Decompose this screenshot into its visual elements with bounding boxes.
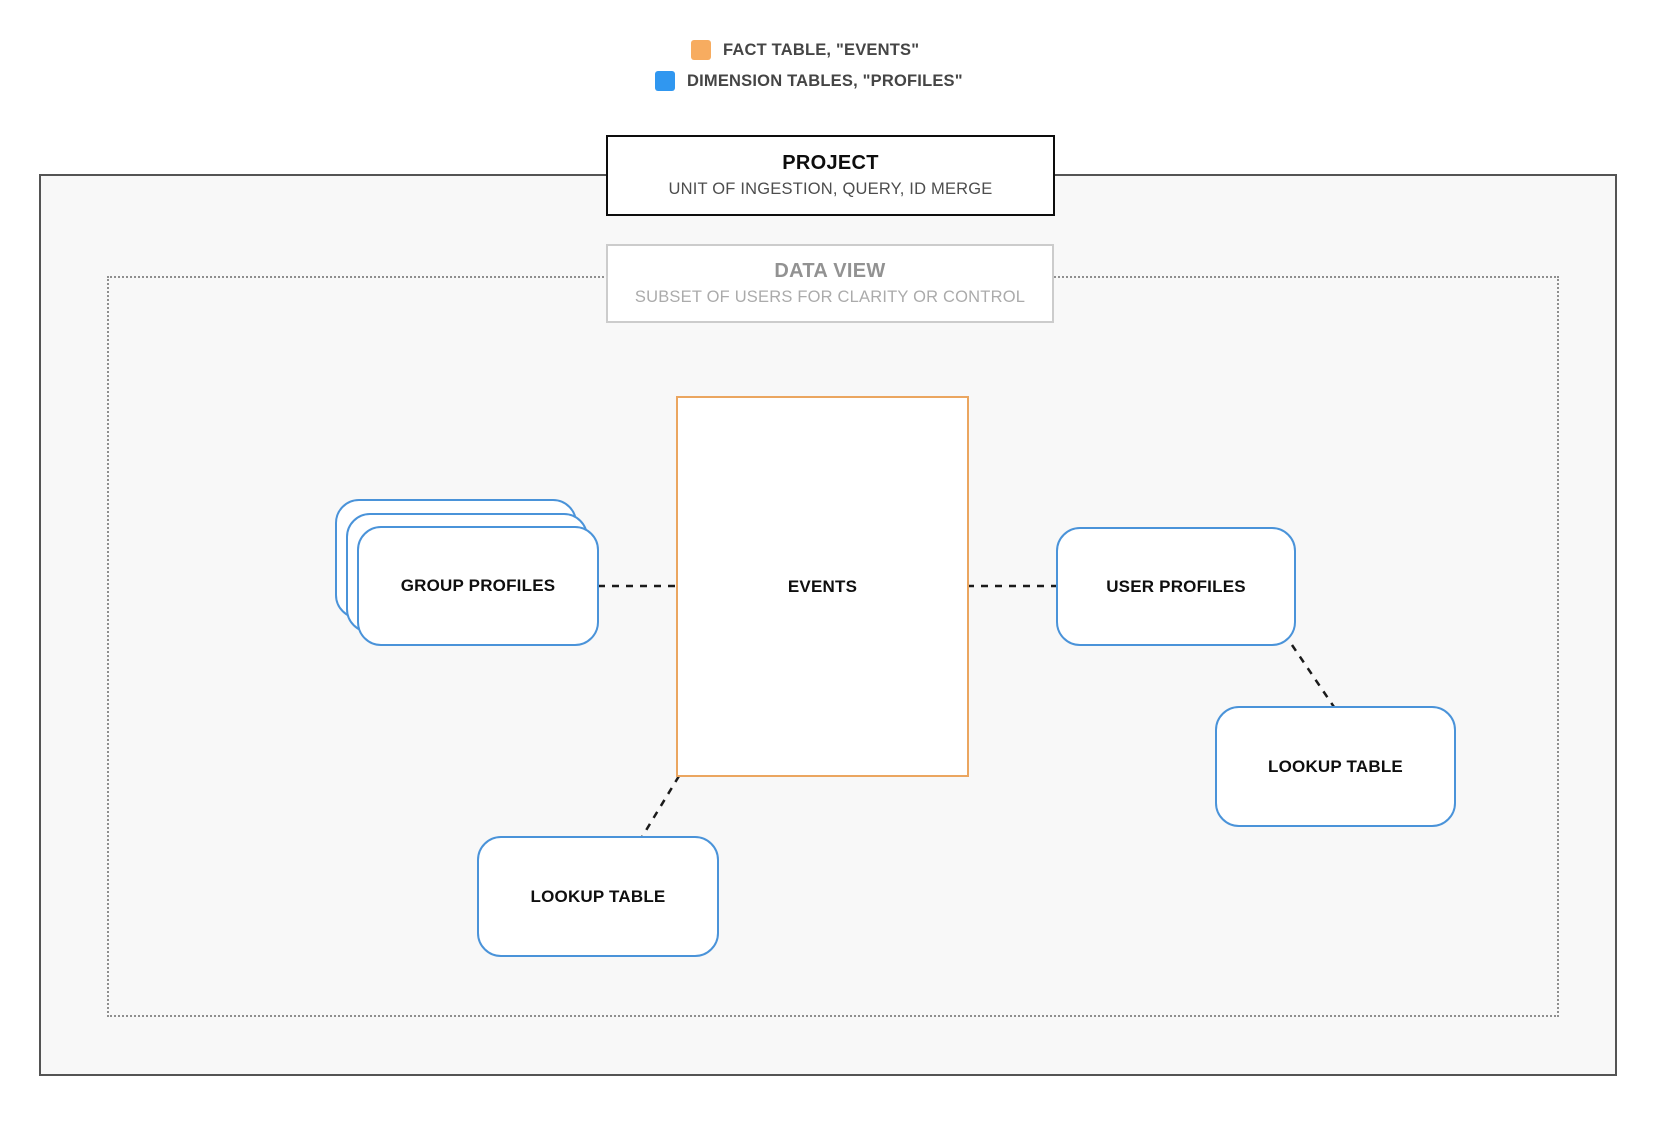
lookup-table-right-node: LOOKUP TABLE [1215, 706, 1456, 827]
data-view-title: DATA VIEW [774, 260, 886, 282]
data-view-box: DATA VIEW SUBSET OF USERS FOR CLARITY OR… [606, 244, 1054, 323]
events-node: EVENTS [676, 396, 969, 777]
legend-item-dimension: DIMENSION TABLES, "PROFILES" [655, 70, 963, 92]
user-profiles-node-label: USER PROFILES [1106, 576, 1246, 596]
events-node-label: EVENTS [787, 576, 858, 596]
legend-label-fact: FACT TABLE, "EVENTS" [723, 40, 920, 59]
user-profiles-node: USER PROFILES [1056, 527, 1296, 646]
fact-color-swatch-icon [691, 40, 711, 60]
data-view-subtitle: SUBSET OF USERS FOR CLARITY OR CONTROL [634, 288, 1026, 306]
project-box: PROJECT UNIT OF INGESTION, QUERY, ID MER… [606, 135, 1055, 216]
dimension-color-swatch-icon [655, 71, 675, 91]
legend-label-dimension: DIMENSION TABLES, "PROFILES" [687, 71, 963, 90]
legend-item-fact: FACT TABLE, "EVENTS" [691, 39, 919, 61]
lookup-table-bottom-node-label: LOOKUP TABLE [530, 886, 666, 906]
group-profiles-node-label: GROUP PROFILES [400, 576, 556, 595]
project-subtitle: UNIT OF INGESTION, QUERY, ID MERGE [668, 180, 993, 198]
group-profiles-node: GROUP PROFILES [357, 526, 599, 646]
project-title: PROJECT [782, 152, 879, 174]
lookup-table-right-node-label: LOOKUP TABLE [1268, 756, 1403, 776]
lookup-table-bottom-node: LOOKUP TABLE [477, 836, 719, 957]
